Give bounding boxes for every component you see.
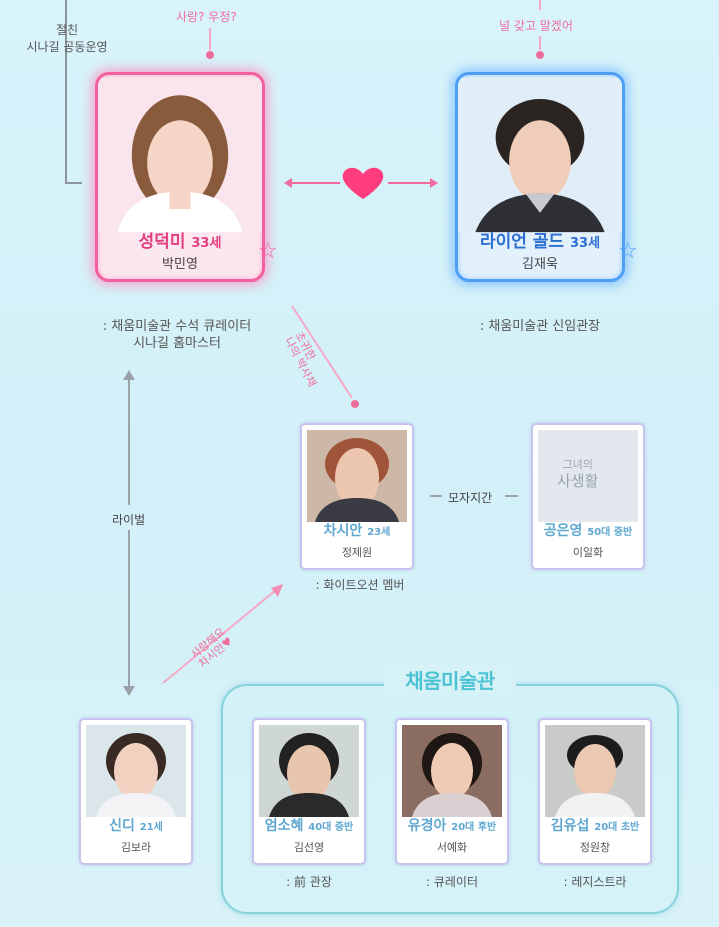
logo-placeholder	[538, 430, 638, 522]
eunyoung-logo-line1: 그녀의	[562, 458, 593, 471]
card-museum-member-1[interactable]: 엄소혜 40대 중반 김선영	[252, 718, 366, 865]
sian-desc: : 화이트오션 멤버	[315, 578, 405, 592]
museum-member-1-actor: 김선영	[293, 841, 325, 854]
ryan-desc: : 채움미술관 신임관장	[450, 318, 630, 335]
card-eunyoung[interactable]: 그녀의 사생활 공은영 50대 중반 이일화	[531, 423, 645, 570]
relation-label: 모자지간	[448, 491, 493, 505]
ryan-age: 33세	[569, 236, 601, 251]
star-icon: ☆	[618, 239, 638, 264]
museum-member-3-actor: 정원창	[579, 841, 611, 854]
friend-bracket-line	[65, 0, 82, 184]
deokmi-desc-line2: 시나길 홈마스터	[133, 336, 221, 351]
portrait-deokmi	[98, 77, 262, 233]
museum-member-1-name-line: 엄소혜 40대 중반	[254, 815, 364, 835]
eunyoung-name-line: 공은영 50대 중반	[533, 520, 643, 540]
portrait-ryan	[458, 77, 622, 233]
museum-member-2-desc: : 큐레이터	[425, 875, 479, 889]
ryan-top-dot	[536, 51, 544, 59]
ryan-quote-label: 널 갖고 말겠어	[499, 19, 573, 33]
eunyoung-logo-line2: 사생활	[557, 472, 599, 490]
portrait-cindy	[86, 725, 186, 817]
card-sian[interactable]: 차시안 23세 정제원	[300, 423, 414, 570]
museum-member-1-desc: : 前 관장	[286, 875, 332, 889]
star-icon: ☆	[258, 239, 278, 264]
card-deokmi[interactable]: 성덕미 33세 박민영	[95, 72, 265, 282]
deokmi-name-line: 성덕미 33세	[98, 227, 262, 252]
eunyoung-logo: 그녀의 사생활	[557, 457, 598, 489]
eunyoung-name: 공은영	[543, 523, 583, 539]
card-cindy[interactable]: 신디 21세 김보라	[79, 718, 193, 865]
eunyoung-actor: 이일화	[572, 546, 604, 559]
cindy-name-line: 신디 21세	[81, 815, 191, 835]
cindy-actor: 김보라	[120, 841, 152, 854]
card-ryan[interactable]: 라이언 골드 33세 김재욱	[455, 72, 625, 282]
ryan-name-line: 라이언 골드 33세	[458, 227, 622, 252]
eunyoung-age: 50대 중반	[587, 527, 633, 538]
sian-actor: 정제원	[341, 546, 373, 559]
deokmi-desc-line1: : 채움미술관 수석 큐레이터	[102, 319, 252, 334]
museum-member-3-age: 20대 초반	[594, 822, 640, 833]
museum-member-3-name-line: 김유섭 20대 초반	[540, 815, 650, 835]
portrait-museum-member-1	[259, 725, 359, 817]
heart-icon	[342, 167, 384, 199]
museum-title: 채움미술관	[384, 665, 516, 694]
museum-member-2-name-line: 유경아 20대 후반	[397, 815, 507, 835]
deokmi-name: 성덕미	[138, 232, 186, 252]
deokmi-desc: : 채움미술관 수석 큐레이터 시나길 홈마스터	[82, 318, 272, 352]
ryan-name: 라이언 골드	[479, 232, 565, 252]
ryan-desc-line1: : 채움미술관 신임관장	[479, 319, 601, 334]
museum-member-2-actor: 서예화	[436, 841, 468, 854]
friend-note-line2: 시나길 공동운영	[26, 40, 108, 54]
museum-member-2-name: 유경아	[407, 818, 447, 834]
pink-top-dot	[206, 51, 214, 59]
friend-note-line1: 절친	[55, 23, 79, 37]
museum-member-3-desc: : 레지스트라	[563, 875, 627, 889]
card-museum-member-3[interactable]: 김유섭 20대 초반 정원창	[538, 718, 652, 865]
deokmi-age: 33세	[191, 236, 222, 251]
card-museum-member-2[interactable]: 유경아 20대 후반 서예화	[395, 718, 509, 865]
sian-name-line: 차시안 23세	[302, 520, 412, 540]
cindy-name: 신디	[109, 818, 135, 834]
rival-label: 라이벌	[112, 513, 146, 527]
cindy-age: 21세	[139, 822, 163, 833]
ryan-actor: 김재욱	[522, 257, 558, 272]
sian-name: 차시안	[323, 523, 363, 539]
museum-member-1-age: 40대 중반	[308, 822, 354, 833]
portrait-museum-member-2	[402, 725, 502, 817]
sian-age: 23세	[367, 527, 391, 538]
museum-member-1-name: 엄소혜	[264, 818, 304, 834]
portrait-sian	[307, 430, 407, 522]
friend-note: 절친 시나길 공동운영	[22, 22, 112, 56]
portrait-museum-member-3	[545, 725, 645, 817]
love-question-label: 사랑? 우정?	[176, 10, 237, 24]
museum-member-2-age: 20대 후반	[451, 822, 497, 833]
deokmi-actor: 박민영	[162, 257, 198, 272]
museum-member-3-name: 김유섭	[550, 818, 590, 834]
